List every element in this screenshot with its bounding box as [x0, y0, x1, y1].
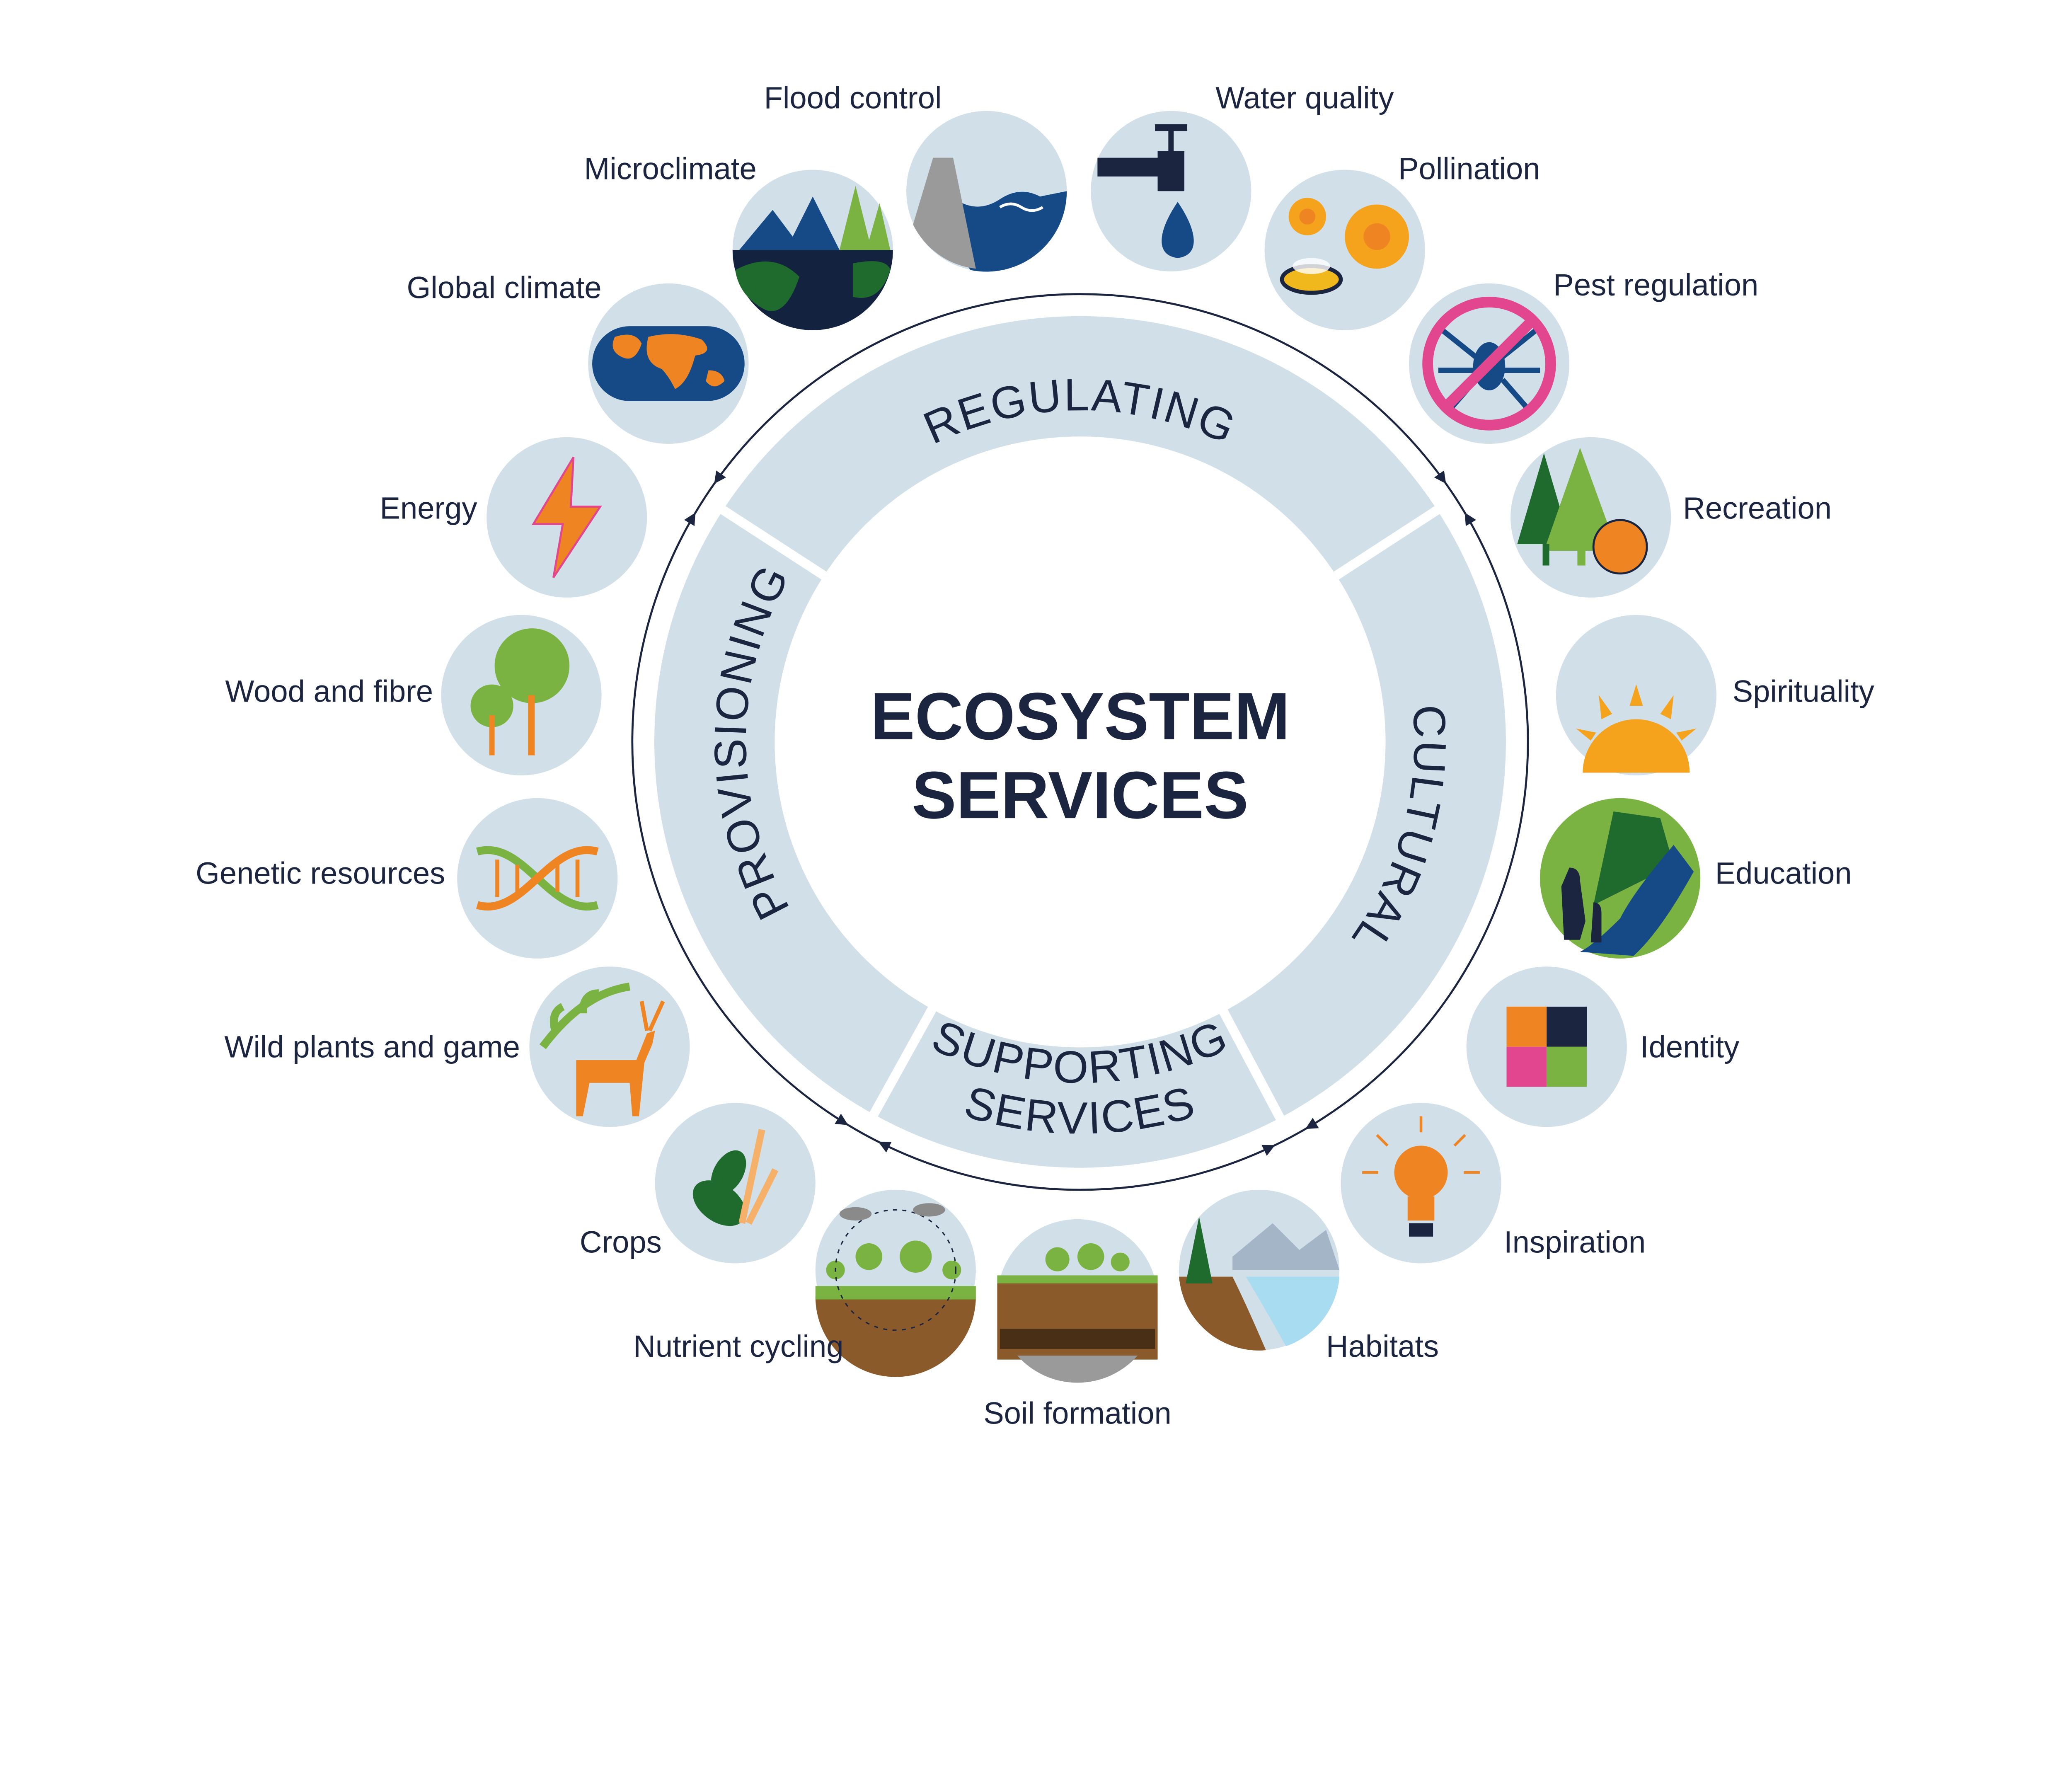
recreation-icon	[1510, 437, 1671, 598]
pest-regulation-icon	[1409, 283, 1570, 444]
global-climate-icon	[588, 283, 749, 444]
spirituality-icon	[1556, 615, 1716, 775]
label-recreation: Recreation	[1683, 491, 1832, 525]
flood-control-icon	[906, 111, 1067, 272]
label-education: Education	[1715, 856, 1852, 890]
label-nutrient-cycling: Nutrient cycling	[633, 1329, 843, 1363]
label-crops: Crops	[580, 1225, 662, 1259]
label-flood-control: Flood control	[764, 80, 942, 115]
label-soil-formation: Soil formation	[983, 1396, 1172, 1430]
label-identity: Identity	[1640, 1030, 1739, 1064]
title-line1: ECOSYSTEM	[870, 679, 1290, 754]
arrowhead-icon	[835, 1114, 848, 1125]
segment-cultural	[1215, 501, 1515, 1128]
label-wild-plants-and-game: Wild plants and game	[224, 1030, 520, 1064]
habitats-icon	[1179, 1189, 1340, 1351]
ecosystem-services-diagram: REGULATING CULTURAL SUPPORTING SERVICES …	[196, 80, 1874, 1430]
inspiration-icon	[1341, 1103, 1501, 1264]
label-microclimate: Microclimate	[584, 151, 756, 186]
genetic-resources-icon	[457, 798, 618, 959]
segment-provisioning	[645, 501, 941, 1125]
identity-icon	[1466, 966, 1627, 1127]
title-line2: SERVICES	[912, 758, 1249, 833]
label-global-climate: Global climate	[407, 270, 602, 305]
arrowhead-icon	[714, 470, 726, 484]
label-water-quality: Water quality	[1215, 80, 1394, 115]
wild-plants-and-game-icon	[529, 966, 690, 1127]
arrowhead-icon	[1434, 470, 1446, 484]
label-habitats: Habitats	[1326, 1329, 1439, 1363]
arrowhead-icon	[1261, 1145, 1275, 1156]
cycle-arrows	[631, 293, 1529, 1191]
arrowhead-icon	[878, 1141, 892, 1153]
soil-formation-icon	[997, 1219, 1158, 1383]
label-genetic-resources: Genetic resources	[196, 856, 445, 890]
arrowhead-icon	[1464, 512, 1477, 526]
microclimate-icon	[732, 169, 893, 330]
label-pest-regulation: Pest regulation	[1553, 268, 1758, 302]
nutrient-cycling-icon	[815, 1189, 976, 1377]
label-pollination: Pollination	[1398, 151, 1540, 186]
pollination-icon	[1264, 169, 1425, 330]
crops-icon	[655, 1103, 816, 1264]
water-quality-icon	[1091, 111, 1251, 271]
label-spirituality: Spirituality	[1733, 674, 1874, 709]
label-wood-and-fibre: Wood and fibre	[225, 674, 433, 709]
label-inspiration: Inspiration	[1504, 1225, 1646, 1259]
wood-and-fibre-icon	[441, 615, 602, 775]
segment-supporting	[865, 998, 1289, 1177]
segment-regulating	[712, 307, 1448, 585]
education-icon	[1540, 798, 1701, 959]
label-energy: Energy	[380, 491, 477, 525]
arrowhead-icon	[1305, 1118, 1319, 1129]
energy-icon	[487, 437, 647, 598]
arrowhead-icon	[684, 512, 696, 526]
